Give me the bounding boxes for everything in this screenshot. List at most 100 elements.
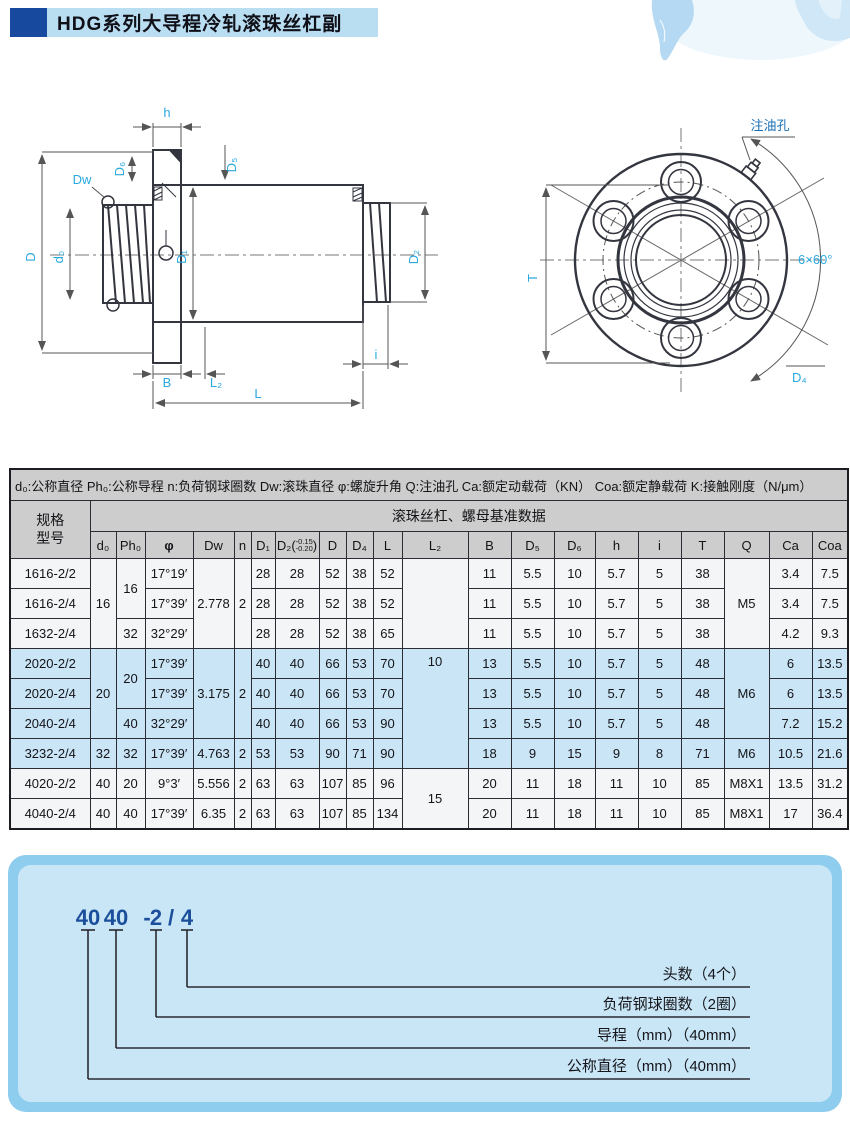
cell-d1: 28 [250,558,276,589]
cell-b: 11 [467,618,512,649]
cell-t: 85 [680,768,725,799]
cell-t: 85 [680,798,725,830]
cell-d2: 53 [274,738,320,769]
cell-i: 10 [637,798,682,830]
cell-d: 52 [318,588,347,619]
cell-b: 13 [467,648,512,679]
cell-d2: 40 [274,678,320,709]
cell-i: 5 [637,588,682,619]
page-header: HDG系列大导程冷轧滚珠丝杠副 [10,8,378,37]
cell-l: 96 [372,768,403,799]
col-d2-tol-bot: -0.20 [295,544,313,553]
col-d0: d₀ [89,531,117,559]
cell-n: 2 [233,558,252,649]
cell-d4: 38 [345,588,374,619]
seal-hatch [153,182,363,202]
cell-ph0: 20 [115,648,146,709]
cell-h: 5.7 [594,558,639,589]
label-circuits: 负荷钢球圈数（2圈） [603,996,746,1013]
cell-d6: 10 [553,558,596,589]
cell-d6: 10 [553,708,596,739]
col-b: B [467,531,512,559]
cell-b: 13 [467,678,512,709]
cell-b: 13 [467,708,512,739]
col-d2: D₂(-0.15-0.20) [274,531,320,559]
cell-phi: 32°29′ [144,708,194,739]
cell-n: 2 [233,798,252,830]
cell-d1: 53 [250,738,276,769]
dimension-labels: h D₆ D₅ Dw D d₀ D₁ D₂ B L₂ i L [23,105,421,401]
cell-ph0: 20 [115,768,146,799]
table-row: 2040-2/4 40 32°29′ 40 40 66 53 90 13 5.5… [9,708,849,739]
cell-d: 107 [318,768,347,799]
col-d5: D₅ [510,531,555,559]
cell-d: 107 [318,798,347,830]
table-row: 2020-2/4 17°39′ 40 40 66 53 70 13 5.5 10… [9,678,849,709]
col-d1: D₁ [250,531,276,559]
cell-d2: 63 [274,798,320,830]
spec-label-line1: 规格 [36,512,65,528]
cell-ca: 3.4 [768,558,813,589]
cell-dw: 2.778 [192,558,235,649]
page-title: HDG系列大导程冷轧滚珠丝杠副 [57,14,343,35]
col-d6: D₆ [553,531,596,559]
cell-d5: 5.5 [510,558,555,589]
cell-dw: 3.175 [192,648,235,739]
col-h: h [594,531,639,559]
cell-h: 9 [594,738,639,769]
cell-coa: 13.5 [811,678,849,709]
col-d: D [318,531,347,559]
cell-i: 10 [637,768,682,799]
cell-model: 1616-2/2 [9,558,91,589]
cell-l: 70 [372,648,403,679]
cell-d0: 16 [89,558,117,649]
cell-b: 11 [467,558,512,589]
col-dw: Dw [192,531,235,559]
cell-h: 5.7 [594,648,639,679]
cell-l: 90 [372,738,403,769]
dim-label-d5: D₅ [224,158,239,173]
cell-q: M6 [723,738,770,769]
cell-coa: 21.6 [811,738,849,769]
dim-label-d0: d₀ [51,251,66,264]
cell-phi: 17°19′ [144,558,194,589]
cell-b: 20 [467,798,512,830]
screw-shaft [101,195,154,312]
bolt-holes [592,161,770,359]
cell-h: 5.7 [594,708,639,739]
cell-ca: 7.2 [768,708,813,739]
cell-d2: 28 [274,618,320,649]
model-code: 40 40 - 2 / 4 [76,905,194,930]
cell-dw: 5.556 [192,768,235,799]
cell-coa: 9.3 [811,618,849,649]
nut-body [180,184,391,323]
cell-d1: 40 [250,648,276,679]
cell-coa: 36.4 [811,798,849,830]
col-d2-paren-open: ( [291,537,296,553]
col-d2-base: D₂ [276,537,292,553]
cell-i: 5 [637,678,682,709]
cell-n: 2 [233,738,252,769]
cell-q: M8X1 [723,768,770,799]
label-lead: 导程（mm）（40mm） [597,1027,746,1044]
cell-l2 [401,558,469,649]
oil-hole-label: 注油孔 [750,118,789,133]
code-slash: / [168,905,174,930]
cell-ca: 13.5 [768,768,813,799]
cell-d4: 38 [345,558,374,589]
cell-ph0: 40 [115,708,146,739]
cell-d4: 53 [345,648,374,679]
cell-d2: 63 [274,768,320,799]
col-q: Q [723,531,770,559]
cell-b: 18 [467,738,512,769]
cell-d: 66 [318,648,347,679]
cell-d1: 40 [250,678,276,709]
dim-label-d1: D₁ [174,250,189,264]
cell-ph0: 32 [115,738,146,769]
cell-h: 5.7 [594,588,639,619]
spec-table: d₀:公称直径 Ph₀:公称导程 n:负荷钢球圈数 Dw:滚珠直径 φ:螺旋升角… [9,468,850,830]
nomenclature-box-inner: 40 40 - 2 / 4 [18,865,832,1102]
cell-t: 71 [680,738,725,769]
table-row: 1616-2/4 17°39′ 28 28 52 38 52 11 5.5 10… [9,588,849,619]
